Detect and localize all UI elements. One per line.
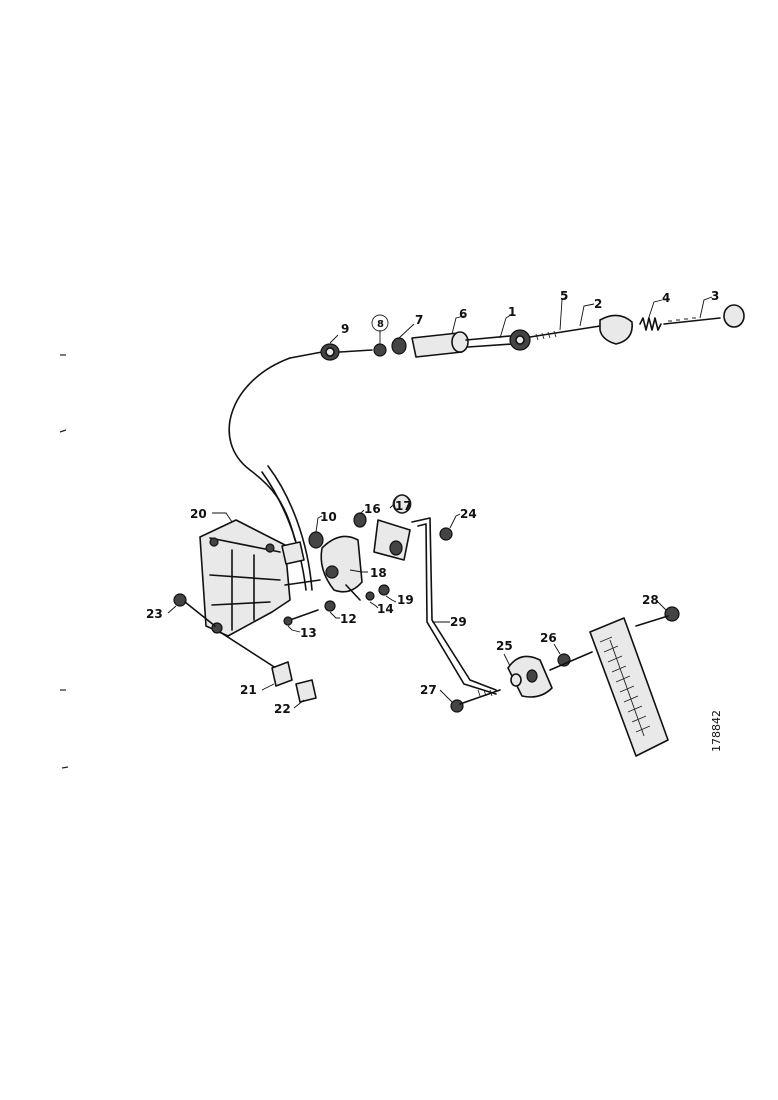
callout-20: 20 (190, 507, 207, 521)
cable-ferrule (509, 329, 531, 351)
clamp (271, 661, 293, 687)
margin-mark (61, 766, 69, 769)
callout-9: 9 (341, 322, 349, 336)
screw (289, 609, 319, 621)
callout-14: 14 (377, 602, 394, 616)
washer (324, 600, 336, 612)
throttle-cable-assembly (289, 304, 745, 361)
nut (439, 527, 453, 541)
pedal-pushrod (411, 517, 497, 691)
clip (365, 591, 375, 601)
bushing (353, 512, 367, 528)
callout-29: 29 (450, 615, 467, 629)
grommet (391, 337, 407, 355)
callout-28: 28 (642, 593, 659, 607)
cable-sleeve (411, 331, 469, 358)
margin-mark (59, 429, 67, 433)
pedal-pad (589, 617, 669, 757)
callout-24: 24 (460, 507, 477, 521)
ball-joint (723, 304, 745, 328)
return-spring (639, 317, 662, 331)
callout-12: 12 (340, 612, 357, 626)
nut (173, 593, 187, 607)
callout-8: 8 (377, 319, 384, 330)
lever-arm (373, 519, 411, 561)
pivot-bushing (308, 531, 324, 549)
adjuster-nut (320, 343, 340, 361)
lock-nut (373, 343, 387, 357)
callout-3: 3 (711, 289, 719, 303)
bolt (295, 679, 317, 703)
callout-22: 22 (274, 702, 291, 716)
callout-21: 21 (240, 683, 257, 697)
callout-labels: 9 8 7 6 1 5 2 4 3 20 10 16 17 24 18 19 1… (146, 289, 719, 716)
callout-circle (371, 314, 389, 332)
callout-19: 19 (397, 593, 414, 607)
callout-5: 5 (560, 289, 568, 303)
callout-25: 25 (496, 639, 513, 653)
callout-7: 7 (415, 313, 423, 327)
callout-17: 17 (395, 499, 412, 513)
callout-23: 23 (146, 607, 163, 621)
callout-circle (392, 494, 412, 514)
callout-1: 1 (508, 305, 516, 319)
callout-6: 6 (459, 307, 467, 321)
pedal-pad-mount (507, 655, 553, 698)
callout-27: 27 (420, 683, 437, 697)
cable-boot (599, 314, 633, 345)
reference-number: 178842 (710, 710, 723, 752)
callout-16: 16 (364, 502, 381, 516)
nut (664, 606, 680, 622)
callout-10: 10 (320, 510, 337, 524)
pedal-mounting-bracket (199, 519, 321, 637)
callout-26: 26 (540, 631, 557, 645)
callout-2: 2 (594, 297, 602, 311)
callout-18: 18 (370, 566, 387, 580)
nut (450, 699, 464, 713)
callout-13: 13 (300, 626, 317, 640)
nut (378, 584, 390, 596)
pedal-lever (320, 535, 363, 601)
callout-4: 4 (662, 291, 670, 305)
